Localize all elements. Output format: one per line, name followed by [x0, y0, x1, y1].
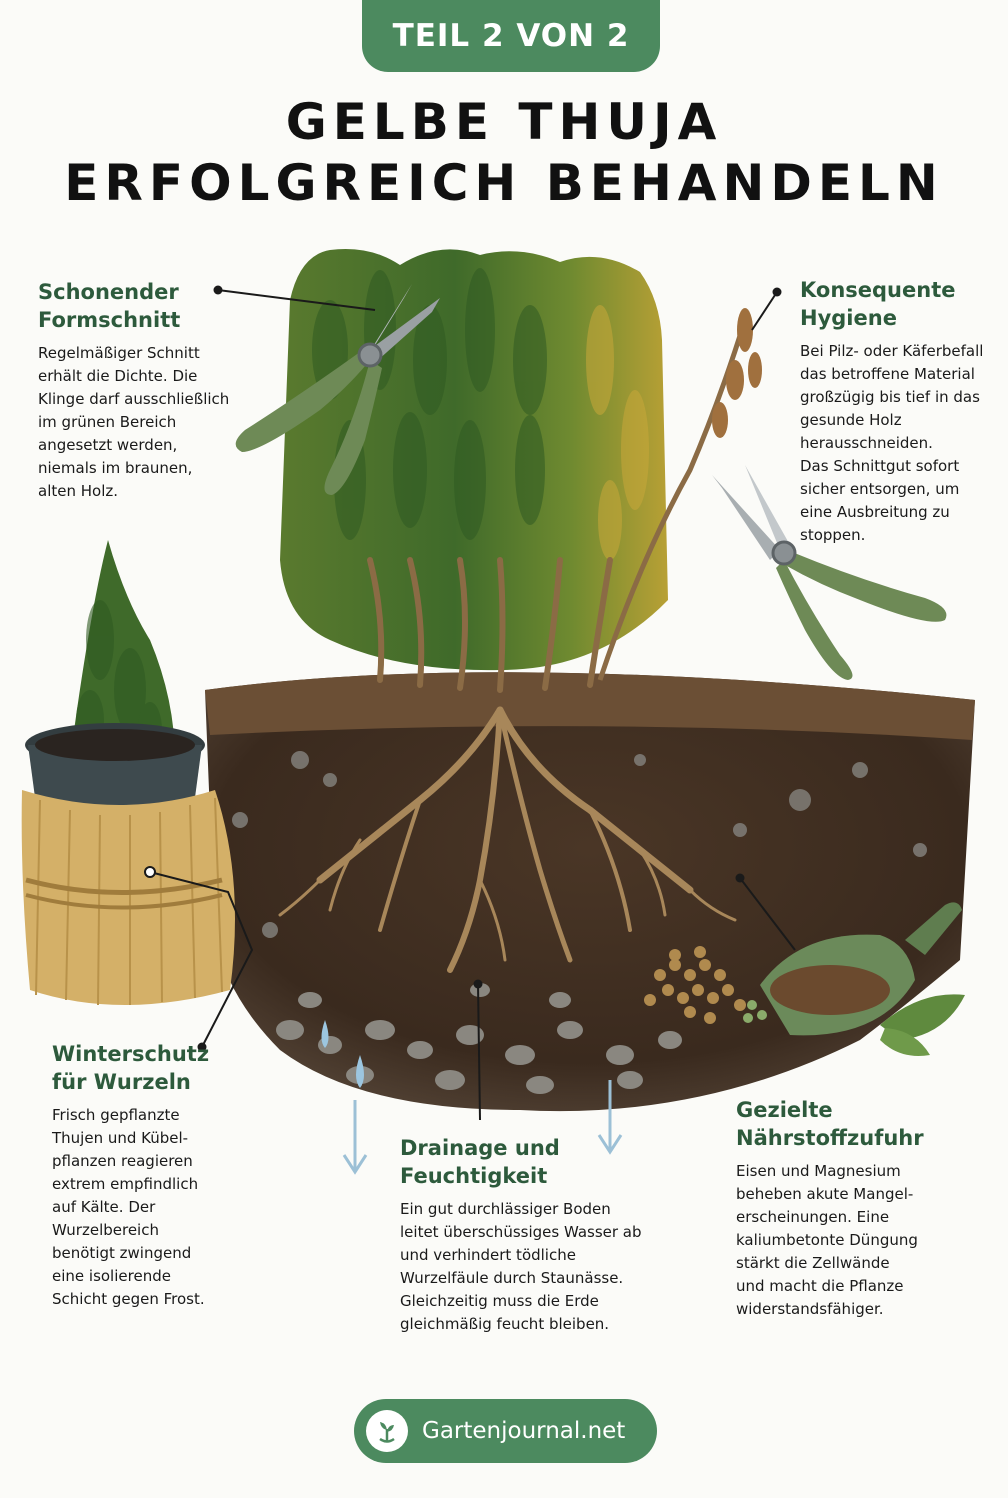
pruning-shears-right-icon: [712, 465, 947, 680]
page-title-line1: GELBE THUJA: [285, 93, 723, 151]
fertilizer-scoop-icon: [644, 902, 965, 1056]
roots: [278, 706, 737, 973]
soil-cross-section: [205, 672, 975, 1112]
pruning-shears-left-icon: [235, 284, 440, 495]
plant-sprout-icon: [366, 1410, 408, 1452]
water-drainage-arrows: [321, 1020, 623, 1175]
part-badge-label: TEIL 2 VON 2: [392, 18, 630, 54]
page-title-line2: ERFOLGREICH BEHANDELN: [64, 154, 944, 212]
leader-lines: [149, 289, 796, 1121]
site-name-link[interactable]: Gartenjournal.net: [422, 1418, 626, 1444]
part-badge: TEIL 2 VON 2: [362, 0, 660, 72]
footer-brand-pill[interactable]: Gartenjournal.net: [354, 1399, 657, 1463]
potted-thuja-straw-wrap: [21, 540, 235, 1006]
leader-dots: [197, 285, 782, 1052]
